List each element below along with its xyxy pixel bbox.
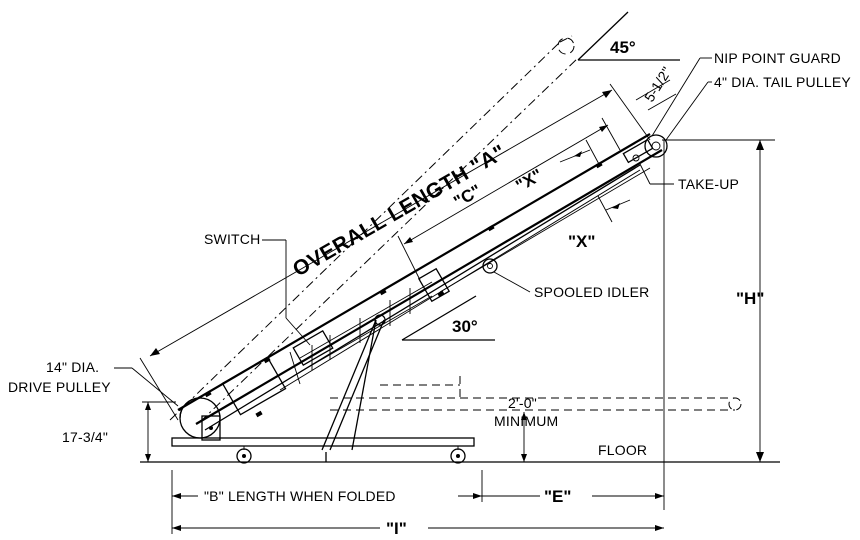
callout-tail-pulley: 4" DIA. TAIL PULLEY (665, 74, 851, 141)
angle-45-label: 45° (610, 38, 636, 57)
ghost-45-position (169, 35, 579, 423)
spooled-idler (482, 258, 498, 274)
drive-pulley (179, 397, 221, 439)
motor-assembly (221, 329, 334, 416)
ghost-folded-position (330, 376, 742, 411)
support-strut (321, 314, 386, 462)
dim-frame-height: 17-3/4" (62, 401, 176, 462)
drive-pulley-label-line1: 14" DIA. (46, 359, 99, 375)
nip-point-guard-label: NIP POINT GUARD (714, 50, 841, 66)
dim-i: "I" (172, 519, 664, 538)
dim-five-half: 5-1/2" (635, 64, 677, 111)
callout-nip-point-guard: NIP POINT GUARD (651, 50, 841, 137)
angle-45-indicator: 45° (577, 11, 680, 61)
take-up-label: TAKE-UP (678, 176, 739, 192)
callout-drive-pulley: 14" DIA. DRIVE PULLEY (8, 359, 179, 407)
callout-switch: SWITCH (204, 231, 311, 346)
dim-clearance: 2'-0" MINIMUM (494, 395, 558, 462)
x-upper-label: "X" (513, 165, 546, 195)
drive-pulley-label-line2: DRIVE PULLEY (8, 379, 111, 395)
base-frame (171, 415, 475, 464)
tail-pulley (622, 134, 668, 164)
frame-height-label: 17-3/4" (62, 429, 108, 445)
dim-overall-length: OVERALL LENGTH "A" (139, 83, 651, 421)
clearance-label-line2: MINIMUM (494, 413, 558, 429)
b-length-label: "B" LENGTH WHEN FOLDED (204, 488, 396, 504)
tail-pulley-label: 4" DIA. TAIL PULLEY (714, 74, 851, 90)
overall-length-label: OVERALL LENGTH "A" (289, 140, 510, 281)
floor-label: FLOOR (598, 442, 647, 458)
angle-30-indicator: 30° (401, 295, 495, 341)
switch-label: SWITCH (204, 231, 260, 247)
height-h-label: "H" (736, 289, 764, 308)
e-label: "E" (544, 487, 571, 506)
callout-take-up: TAKE-UP (639, 163, 739, 192)
dim-x-upper: "X" (513, 139, 601, 195)
spooled-idler-label: SPOOLED IDLER (534, 284, 649, 300)
callout-spooled-idler: SPOOLED IDLER (493, 271, 649, 300)
angle-30-label: 30° (452, 317, 478, 336)
dim-x-lower: "X" (568, 195, 631, 251)
dim-b-length: "B" LENGTH WHEN FOLDED (171, 470, 483, 534)
clearance-label-line1: 2'-0" (508, 395, 537, 411)
dim-e: "E" (482, 487, 664, 506)
x-lower-label: "X" (568, 232, 595, 251)
five-half-label: 5-1/2" (641, 64, 675, 105)
conveyor-bed (177, 133, 663, 431)
i-label: "I" (386, 519, 407, 538)
dim-height-h: "H" (662, 139, 775, 510)
